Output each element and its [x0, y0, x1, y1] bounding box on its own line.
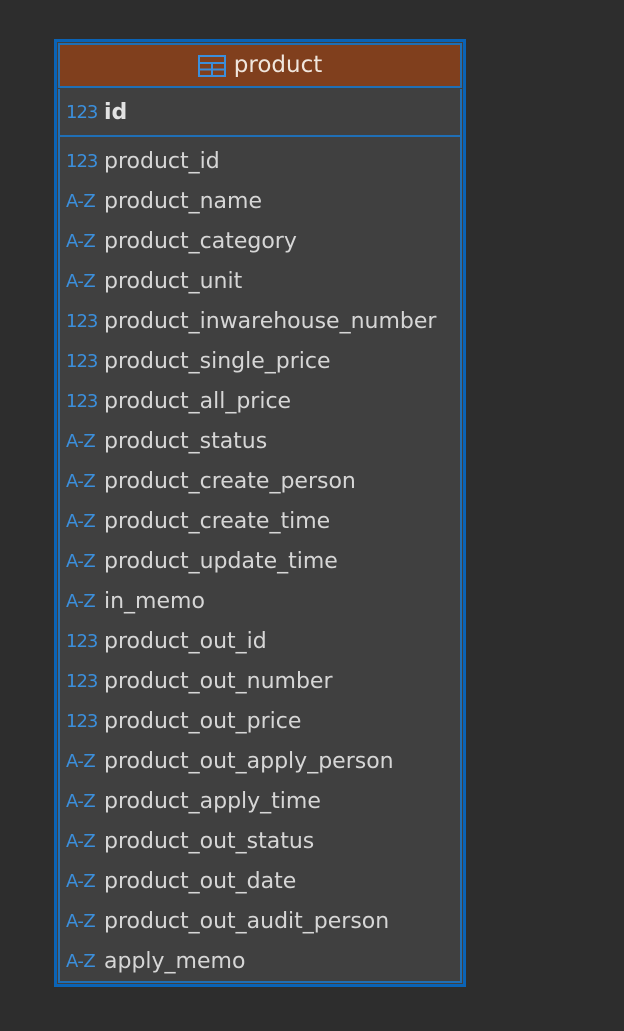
column-row[interactable]: A-Z product_out_date — [60, 862, 460, 902]
column-name: product_out_price — [104, 709, 302, 734]
text-type-icon: A-Z — [66, 871, 96, 892]
column-name: product_apply_time — [104, 789, 321, 814]
column-name: product_name — [104, 189, 263, 214]
column-name: id — [104, 100, 128, 125]
text-type-icon: A-Z — [66, 951, 96, 972]
text-type-icon: A-Z — [66, 551, 96, 572]
column-name: product_create_time — [104, 509, 331, 534]
column-row[interactable]: A-Z product_name — [60, 182, 460, 222]
entity-title: product — [233, 52, 323, 78]
column-row[interactable]: 123 product_inwarehouse_number — [60, 302, 460, 342]
column-row[interactable]: 123 product_out_price — [60, 702, 460, 742]
column-name: in_memo — [104, 589, 205, 614]
column-name: product_out_status — [104, 829, 315, 854]
column-row[interactable]: 123 product_all_price — [60, 382, 460, 422]
numeric-type-icon: 123 — [66, 671, 98, 692]
column-row[interactable]: A-Z product_category — [60, 222, 460, 262]
numeric-type-icon: 123 — [66, 391, 98, 412]
text-type-icon: A-Z — [66, 271, 96, 292]
column-row[interactable]: A-Z in_memo — [60, 582, 460, 622]
numeric-type-icon: 123 — [66, 311, 98, 332]
column-name: product_status — [104, 429, 268, 454]
column-row[interactable]: A-Z product_apply_time — [60, 782, 460, 822]
column-name: product_out_id — [104, 629, 267, 654]
numeric-type-icon: 123 — [66, 711, 98, 732]
primary-key-section: 123 id — [58, 89, 462, 137]
column-row[interactable]: A-Z apply_memo — [60, 942, 460, 982]
column-name: product_all_price — [104, 389, 292, 414]
table-icon — [197, 54, 226, 77]
column-name: product_unit — [104, 269, 243, 294]
text-type-icon: A-Z — [66, 591, 96, 612]
column-row[interactable]: A-Z product_out_apply_person — [60, 742, 460, 782]
column-row[interactable]: A-Z product_create_person — [60, 462, 460, 502]
column-name: product_id — [104, 149, 220, 174]
column-name: apply_memo — [104, 949, 246, 974]
column-name: product_update_time — [104, 549, 338, 574]
text-type-icon: A-Z — [66, 831, 96, 852]
column-name: product_out_number — [104, 669, 333, 694]
text-type-icon: A-Z — [66, 191, 96, 212]
column-row[interactable]: A-Z product_status — [60, 422, 460, 462]
column-name: product_category — [104, 229, 297, 254]
numeric-type-icon: 123 — [66, 351, 98, 372]
text-type-icon: A-Z — [66, 791, 96, 812]
text-type-icon: A-Z — [66, 471, 96, 492]
column-row[interactable]: A-Z product_update_time — [60, 542, 460, 582]
column-row[interactable]: A-Z product_out_status — [60, 822, 460, 862]
text-type-icon: A-Z — [66, 751, 96, 772]
text-type-icon: A-Z — [66, 911, 96, 932]
column-row[interactable]: A-Z product_out_audit_person — [60, 902, 460, 942]
text-type-icon: A-Z — [66, 511, 96, 532]
column-row[interactable]: 123 product_single_price — [60, 342, 460, 382]
column-name: product_out_date — [104, 869, 297, 894]
column-row[interactable]: 123 product_out_id — [60, 622, 460, 662]
column-row-id[interactable]: 123 id — [60, 93, 460, 133]
column-name: product_create_person — [104, 469, 356, 494]
numeric-type-icon: 123 — [66, 151, 98, 172]
column-name: product_out_apply_person — [104, 749, 394, 774]
column-name: product_single_price — [104, 349, 331, 374]
numeric-type-icon: 123 — [66, 102, 98, 123]
column-name: product_out_audit_person — [104, 909, 390, 934]
text-type-icon: A-Z — [66, 431, 96, 452]
column-row[interactable]: 123 product_out_number — [60, 662, 460, 702]
numeric-type-icon: 123 — [66, 631, 98, 652]
entity-header[interactable]: product — [58, 43, 462, 88]
column-name: product_inwarehouse_number — [104, 309, 437, 334]
column-row[interactable]: A-Z product_unit — [60, 262, 460, 302]
column-row[interactable]: 123 product_id — [60, 142, 460, 182]
column-row[interactable]: A-Z product_create_time — [60, 502, 460, 542]
text-type-icon: A-Z — [66, 231, 96, 252]
